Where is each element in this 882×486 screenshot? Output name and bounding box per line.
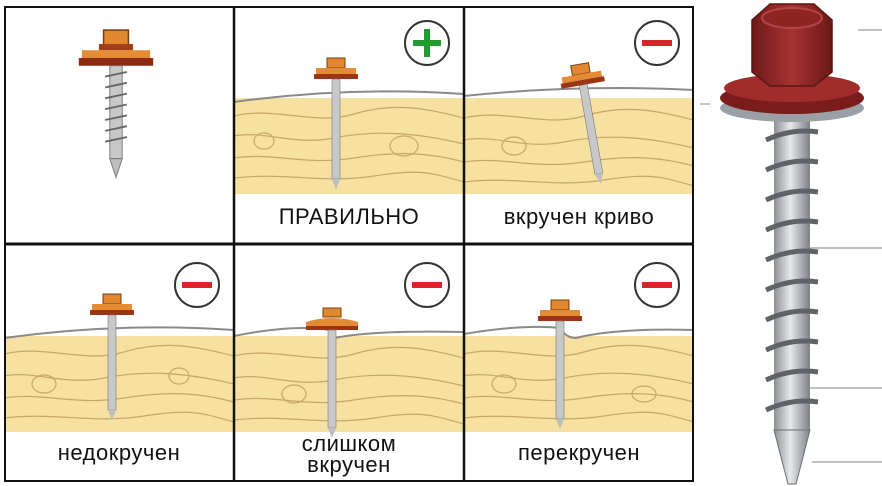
minus-icon — [172, 260, 222, 310]
panel-plain-screw — [4, 6, 234, 244]
screw-icon — [720, 3, 864, 485]
panel-screwed-too-deep: слишком вкручен — [234, 244, 464, 482]
wood-board-icon — [234, 98, 464, 194]
panel-label-line2: вкручен — [307, 452, 391, 477]
minus-icon — [632, 260, 682, 310]
panel-over-tightened: перекручен — [464, 244, 694, 482]
panel-label: ПРАВИЛЬНО — [278, 204, 420, 229]
roof-sheet-icon — [464, 87, 694, 97]
large-screw-illustration — [700, 3, 882, 485]
screw-icon — [78, 29, 154, 179]
minus-icon — [402, 260, 452, 310]
panel-label: недокручен — [57, 440, 181, 465]
panel-label-line1: слишком — [301, 431, 397, 456]
wood-board-icon — [464, 336, 694, 432]
panel-label: перекручен — [517, 440, 641, 465]
panel-label: вкручен криво — [503, 204, 655, 229]
plus-icon — [402, 18, 452, 68]
panel-correct: ПРАВИЛЬНО — [234, 6, 464, 244]
screw-installation-grid: ПРАВИЛЬНО — [4, 6, 694, 482]
wood-board-icon — [464, 98, 694, 194]
wood-board-icon — [4, 336, 234, 432]
panel-crooked: вкручен криво — [464, 6, 694, 244]
wood-board-icon — [234, 336, 464, 432]
minus-icon — [632, 18, 682, 68]
panel-under-tightened: недокручен — [4, 244, 234, 482]
